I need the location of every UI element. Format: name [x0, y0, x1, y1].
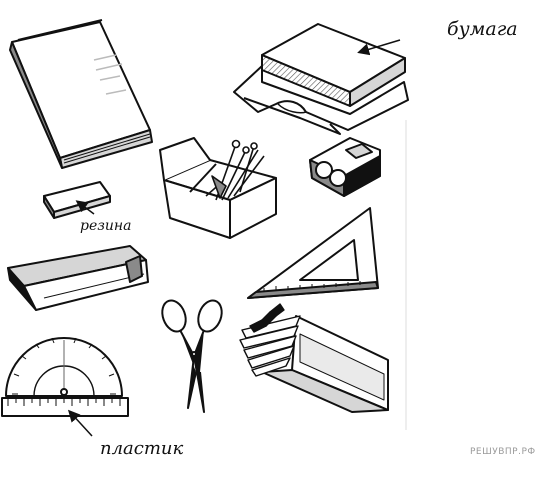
- set-square-icon: [247, 207, 379, 299]
- book-icon: [9, 19, 153, 169]
- watermark: РЕШУВПР.РФ: [470, 447, 536, 457]
- paper-tray-icon: [233, 23, 409, 135]
- label-paper: бумага: [447, 18, 518, 40]
- protractor-ruler-icon: [1, 337, 129, 437]
- pencil-case-icon: [7, 245, 149, 311]
- pencil-box-icon: [239, 303, 389, 413]
- sharpener-icon: [309, 137, 381, 197]
- scissors-icon: [161, 299, 223, 413]
- label-plastic: пластик: [100, 438, 184, 459]
- pencil-holder-icon: [159, 137, 277, 239]
- eraser-icon: [43, 181, 111, 219]
- label-eraser: резина: [80, 218, 132, 234]
